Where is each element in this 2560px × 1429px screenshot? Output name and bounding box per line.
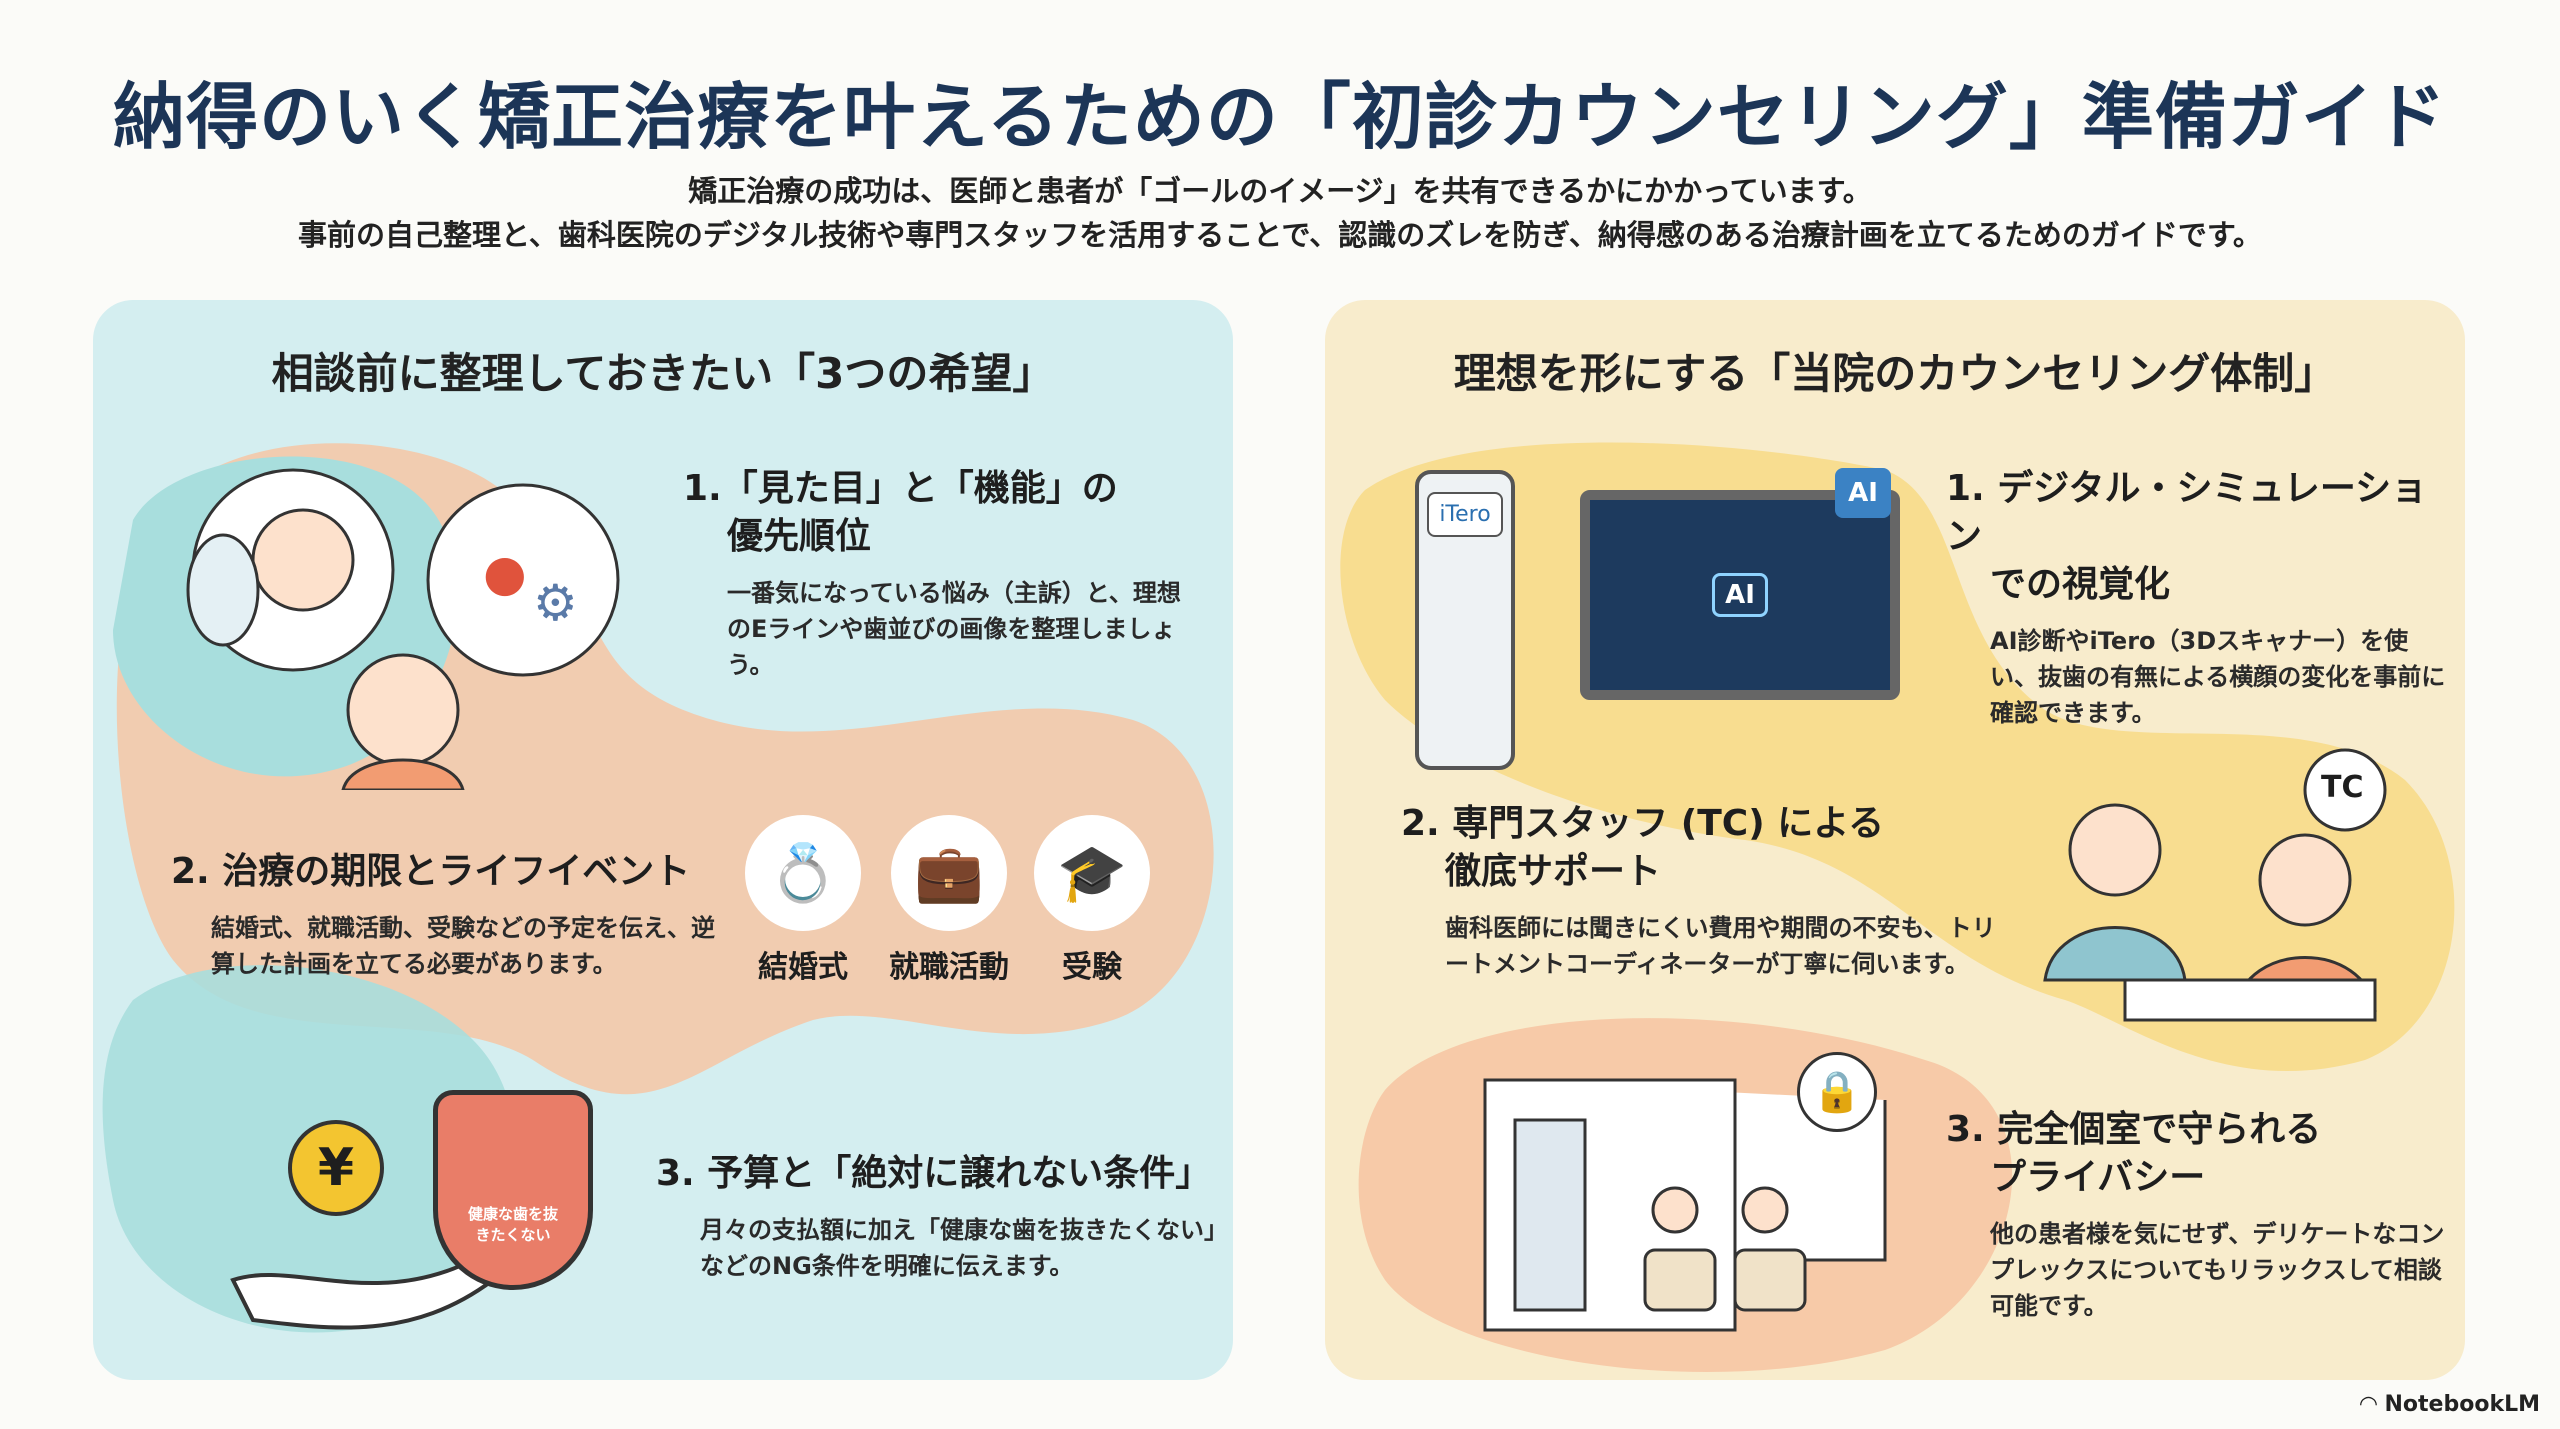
svg-text:⚙: ⚙: [533, 574, 578, 632]
shield-text: 健康な歯を抜きたくない: [467, 1205, 558, 1244]
yen-coin-icon: ¥: [288, 1120, 384, 1216]
left-item-2: 2. 治療の期限とライフイベント 結婚式、就職活動、受験などの予定を伝え、逆算し…: [171, 848, 731, 982]
right-panel-title: 理想を形にする「当院のカウンセリング体制」: [1453, 349, 2337, 398]
event-label-wedding: 結婚式: [758, 950, 848, 985]
right-item-2: 2. 専門スタッフ (TC) による徹底サポート 歯科医師には聞きにくい費用や期…: [1401, 800, 2001, 982]
left-item-2-body: 結婚式、就職活動、受験などの予定を伝え、逆算した計画を立てる必要があります。: [211, 914, 715, 978]
left-item-2-title: 2. 治療の期限とライフイベント: [171, 851, 691, 892]
private-room-illustration: [1483, 1078, 1887, 1332]
ring-icon: 💍: [745, 815, 861, 931]
left-item-3: 3. 予算と「絶対に譲れない条件」 月々の支払額に加え「健康な歯を抜きたくない」…: [656, 1150, 1216, 1284]
left-item-3-body: 月々の支払額に加え「健康な歯を抜きたくない」などのNG条件を明確に伝えます。: [700, 1216, 1216, 1280]
right-item-1-title: 1. デジタル・シミュレーション: [1946, 468, 2428, 557]
monitor-icon: AI: [1580, 490, 1900, 700]
subtitle-line-2: 事前の自己整理と、歯科医院のデジタル技術や専門スタッフを活用することで、認識のズ…: [298, 218, 2262, 252]
notebooklm-logo-icon: ◠: [2359, 1392, 2385, 1417]
right-item-3-body: 他の患者様を気にせず、デリケートなコンプレックスについてもリラックスして相談可能…: [1990, 1220, 2445, 1320]
tc-label: TC: [2321, 770, 2364, 805]
right-item-1: 1. デジタル・シミュレーションでの視覚化 AI診断やiTero（3Dスキャナー…: [1946, 465, 2456, 731]
notebooklm-brand: ◠ NotebookLM: [2360, 1392, 2540, 1417]
event-label-job-hunting: 就職活動: [889, 950, 1009, 985]
right-item-1-title-2: での視覚化: [1990, 564, 2171, 605]
ai-label: AI: [1712, 573, 1768, 617]
briefcase-icon: 💼: [891, 815, 1007, 931]
right-item-2-title: 2. 専門スタッフ (TC) による: [1401, 803, 1885, 844]
right-item-3-title: 3. 完全個室で守られる: [1946, 1109, 2322, 1150]
right-panel: 理想を形にする「当院のカウンセリング体制」 iTero AI AI 1. デジタ…: [1325, 300, 2465, 1380]
right-item-2-body: 歯科医師には聞きにくい費用や期間の不安も、トリートメントコーディネーターが丁寧に…: [1445, 914, 1996, 978]
right-item-3-title-2: プライバシー: [1990, 1157, 2206, 1198]
subtitle-line-1: 矯正治療の成功は、医師と患者が「ゴールのイメージ」を共有できるかにかかっています…: [688, 174, 1872, 208]
right-item-3: 3. 完全個室で守られるプライバシー 他の患者様を気にせず、デリケートなコンプレ…: [1946, 1106, 2456, 1324]
itero-scanner-icon: iTero: [1415, 470, 1515, 770]
graduation-cap-icon: 🎓: [1034, 815, 1150, 931]
left-panel-title: 相談前に整理しておきたい「3つの希望」: [271, 349, 1055, 398]
left-panel: 相談前に整理しておきたい「3つの希望」 ● ⚙ 1.「見た目」と「機能」の優先順…: [93, 300, 1233, 1380]
lock-icon: 🔒: [1797, 1052, 1877, 1132]
page-title: 納得のいく矯正治療を叶えるための「初診カウンセリング」準備ガイド: [113, 75, 2447, 159]
left-item-1-title: 1.「見た目」と「機能」の: [683, 468, 1118, 509]
left-item-1-title-2: 優先順位: [727, 516, 872, 557]
event-label-exam: 受験: [1062, 950, 1122, 985]
ai-badge-icon: AI: [1835, 468, 1891, 518]
left-item-3-title: 3. 予算と「絶対に譲れない条件」: [656, 1153, 1212, 1194]
right-item-2-title-2: 徹底サポート: [1445, 851, 1662, 892]
svg-text:●: ●: [483, 544, 527, 602]
left-item-1-body: 一番気になっている悩み（主訴）と、理想のEラインや歯並びの画像を整理しましょう。: [727, 579, 1181, 679]
left-item-1: 1.「見た目」と「機能」の優先順位 一番気になっている悩み（主訴）と、理想のEラ…: [683, 465, 1203, 683]
brand-label: NotebookLM: [2384, 1392, 2540, 1417]
counseling-illustration: [2043, 748, 2387, 1022]
shield-icon: 健康な歯を抜きたくない: [433, 1090, 593, 1290]
right-item-1-body: AI診断やiTero（3Dスキャナー）を使い、抜歯の有無による横顔の変化を事前に…: [1990, 627, 2446, 727]
face-mirror-illustration: ● ⚙: [186, 468, 620, 790]
itero-label: iTero: [1427, 492, 1503, 537]
